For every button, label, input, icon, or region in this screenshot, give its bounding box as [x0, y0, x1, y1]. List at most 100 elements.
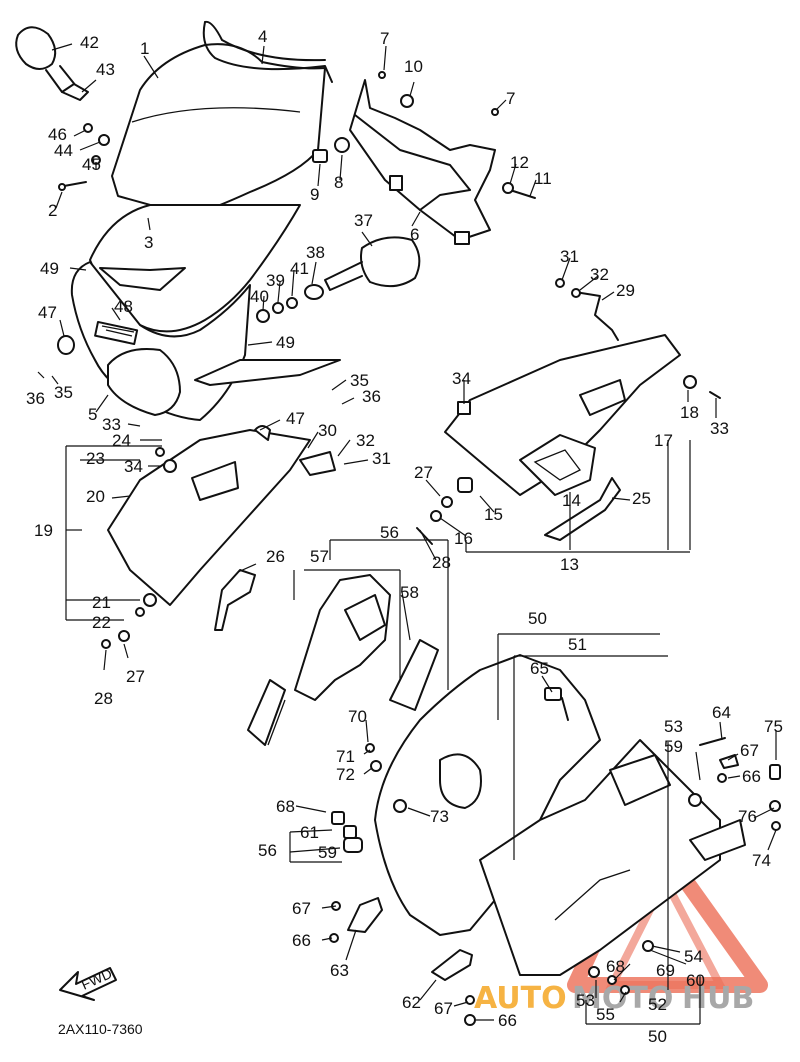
callout-23: 23	[86, 449, 105, 468]
callout-47: 47	[38, 303, 57, 322]
cowling-stay-bracket	[312, 71, 536, 245]
callout-12: 12	[510, 153, 529, 172]
callout-57: 57	[310, 547, 329, 566]
callout-51: 51	[568, 635, 587, 654]
callout-31-b: 31	[372, 449, 391, 468]
callout-8: 8	[334, 173, 343, 192]
callout-26: 26	[266, 547, 285, 566]
callout-36: 36	[26, 389, 45, 408]
windscreen	[111, 20, 333, 217]
callout-34: 34	[452, 369, 471, 388]
callout-64: 64	[712, 703, 731, 722]
callout-69: 69	[656, 961, 675, 980]
callout-4: 4	[258, 27, 267, 46]
callout-62: 62	[402, 993, 421, 1012]
side-cowling-right	[444, 334, 721, 496]
callout-16: 16	[454, 529, 473, 548]
callout-35-b: 35	[350, 371, 369, 390]
callout-43: 43	[96, 60, 115, 79]
callout-71: 71	[336, 747, 355, 766]
callout-61: 61	[300, 823, 319, 842]
callout-53: 53	[664, 717, 683, 736]
callout-27: 27	[414, 463, 433, 482]
lower-cowling	[374, 654, 746, 976]
callout-74: 74	[752, 851, 771, 870]
callout-35: 35	[54, 383, 73, 402]
callout-33-b: 33	[102, 415, 121, 434]
callout-65: 65	[530, 659, 549, 678]
callout-29: 29	[616, 281, 635, 300]
callout-32-b: 32	[356, 431, 375, 450]
callout-66-c: 66	[498, 1011, 517, 1030]
callout-5: 5	[88, 405, 97, 424]
callout-22: 22	[92, 613, 111, 632]
callout-53-b: 53	[576, 991, 595, 1010]
callout-11: 11	[534, 169, 552, 188]
side-panel-49	[194, 359, 341, 386]
bracket-25	[544, 477, 621, 541]
callout-39: 39	[266, 271, 285, 290]
callout-54: 54	[684, 947, 703, 966]
callout-6: 6	[410, 225, 419, 244]
callout-73: 73	[430, 807, 449, 826]
callout-33: 33	[710, 419, 729, 438]
callout-47-b: 47	[286, 409, 305, 428]
callout-31: 31	[560, 247, 579, 266]
callout-63: 63	[330, 961, 349, 980]
leader-lines	[37, 43, 777, 1025]
callout-76: 76	[738, 807, 757, 826]
callout-30: 30	[318, 421, 337, 440]
callout-67-c: 67	[434, 999, 453, 1018]
callout-19: 19	[34, 521, 53, 540]
callout-58: 58	[400, 583, 419, 602]
side-cowling-left	[107, 425, 336, 617]
mirror-assembly-left	[15, 26, 89, 101]
callout-72: 72	[336, 765, 355, 784]
watermark-text-auto: AUTO	[474, 981, 567, 1016]
callout-59-b: 59	[318, 843, 337, 862]
callout-67-b: 67	[292, 899, 311, 918]
grommets-15-16	[416, 477, 473, 545]
stay-bracket-29	[555, 278, 619, 341]
callout-68: 68	[276, 797, 295, 816]
callout-34-b: 34	[124, 457, 143, 476]
callout-36-b: 36	[362, 387, 381, 406]
callout-41: 41	[290, 259, 309, 278]
drawing-code: 2AX110-7360	[58, 1021, 143, 1037]
fwd-arrow-icon: FWD	[59, 965, 117, 1001]
callout-28: 28	[432, 553, 451, 572]
callout-56: 56	[380, 523, 399, 542]
callout-49: 49	[40, 259, 59, 278]
callout-2: 2	[48, 201, 57, 220]
callout-25: 25	[632, 489, 651, 508]
callout-52: 52	[648, 995, 667, 1014]
callout-48: 48	[114, 297, 133, 316]
small-fasteners-left	[58, 123, 110, 191]
callout-68-b: 68	[606, 957, 625, 976]
callout-75: 75	[764, 717, 783, 736]
callout-42: 42	[80, 33, 99, 52]
callout-60: 60	[686, 971, 705, 990]
callout-59: 59	[664, 737, 683, 756]
callout-7: 7	[380, 29, 389, 48]
callout-13: 13	[560, 555, 579, 574]
callout-66: 66	[742, 767, 761, 786]
callout-20: 20	[86, 487, 105, 506]
callout-10: 10	[404, 57, 423, 76]
callout-37: 37	[354, 211, 373, 230]
callout-56-b: 56	[258, 841, 277, 860]
callout-55: 55	[596, 1005, 615, 1024]
callout-3: 3	[144, 233, 153, 252]
callout-14: 14	[562, 491, 581, 510]
callout-1: 1	[140, 39, 149, 58]
callout-40: 40	[250, 287, 269, 306]
mirror-assembly-right	[256, 236, 421, 323]
callout-28-b: 28	[94, 689, 113, 708]
callout-15: 15	[484, 505, 503, 524]
callout-27-b: 27	[126, 667, 145, 686]
callout-66-b: 66	[292, 931, 311, 950]
callout-18: 18	[680, 403, 699, 422]
decal-set-56	[247, 574, 439, 746]
callout-70: 70	[348, 707, 367, 726]
